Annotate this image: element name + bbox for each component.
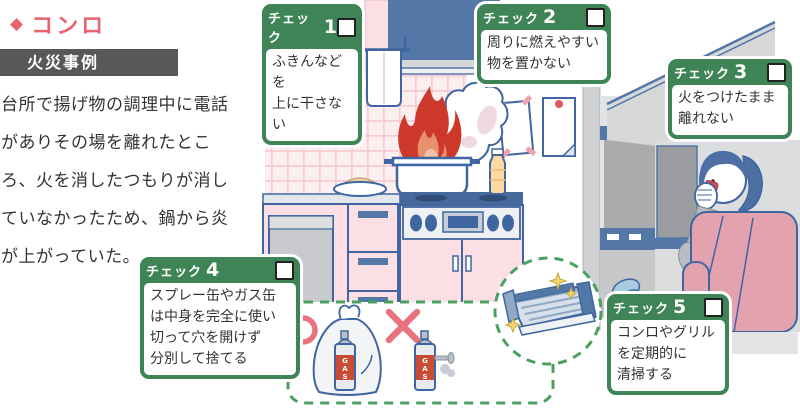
check-number: 1 bbox=[323, 15, 337, 38]
check-number: 2 bbox=[543, 6, 557, 28]
hair-icon bbox=[699, 150, 747, 184]
dish-icon bbox=[333, 177, 387, 197]
towel-rack bbox=[358, 36, 410, 107]
check-text: 周りに燃えやすい 物を置かない bbox=[481, 30, 607, 80]
pot-on-fire bbox=[384, 81, 509, 198]
page-title-text: コンロ bbox=[31, 14, 107, 39]
gas-label: GAS bbox=[421, 357, 429, 381]
check-card-5: チェック 5 コンロやグリル を定期的に 清掃する bbox=[607, 294, 729, 395]
pot-icon bbox=[395, 163, 469, 198]
check-label: チェック bbox=[613, 302, 670, 317]
page-title: ◆ コンロ bbox=[10, 8, 106, 40]
oil-bottle-icon bbox=[489, 148, 506, 195]
nail-icon bbox=[434, 352, 455, 377]
check-header: チェック 5 bbox=[611, 297, 725, 320]
check-header: チェック 2 bbox=[481, 7, 607, 30]
tv-icon bbox=[656, 145, 698, 239]
sparkle-icon bbox=[504, 271, 578, 334]
check-card-2: チェック 2 周りに燃えやすい 物を置かない bbox=[477, 4, 611, 84]
check-text: スプレー缶やガス缶 は中身を完全に使い 切って穴を開けず 分別して捨てる bbox=[144, 283, 296, 375]
clean-grill-diagram bbox=[493, 256, 603, 366]
checkbox[interactable] bbox=[586, 8, 605, 27]
check-number: 5 bbox=[673, 296, 687, 318]
check-text: ふきんなどを 上に干さない bbox=[266, 49, 358, 141]
check-header: チェック 1 bbox=[266, 7, 358, 49]
punctured-gas-can-icon: GAS bbox=[414, 330, 455, 391]
check-text: コンロやグリル を定期的に 清掃する bbox=[611, 320, 725, 391]
check-text: 火をつけたまま 離れない bbox=[672, 85, 788, 135]
checkbox[interactable] bbox=[767, 63, 786, 82]
check-header: チェック 3 bbox=[672, 62, 788, 85]
checkbox[interactable] bbox=[275, 261, 294, 280]
checkbox[interactable] bbox=[337, 17, 356, 37]
check-label: チェック bbox=[483, 12, 540, 27]
check-card-1: チェック 1 ふきんなどを 上に干さない bbox=[262, 4, 362, 145]
check-number: 4 bbox=[206, 259, 220, 281]
checkbox[interactable] bbox=[704, 298, 723, 317]
check-label: チェック bbox=[146, 265, 203, 280]
bag-knot-icon bbox=[338, 304, 361, 320]
fire-case-body: 台所で揚げ物の調理中に電話 がありその場を離れたとこ ろ、火を消したつもりが消し… bbox=[1, 95, 229, 267]
diamond-icon: ◆ bbox=[10, 13, 24, 34]
gas-label: GAS bbox=[341, 357, 349, 381]
gas-disposal-diagram: GAS GAS bbox=[286, 300, 555, 405]
check-label: チェック bbox=[674, 67, 731, 82]
living-room bbox=[651, 140, 800, 354]
fire-case-heading: 火災事例 bbox=[0, 49, 178, 76]
check-card-3: チェック 3 火をつけたまま 離れない bbox=[668, 59, 792, 139]
pin-icon bbox=[555, 100, 563, 108]
check-number: 3 bbox=[734, 61, 748, 83]
check-card-4: チェック 4 スプレー缶やガス缶 は中身を完全に使い 切って穴を開けず 分別して… bbox=[140, 257, 300, 379]
gas-can-in-bag-icon: GAS bbox=[334, 330, 356, 391]
check-label: チェック bbox=[268, 12, 311, 46]
check-header: チェック 4 bbox=[144, 260, 296, 283]
ng-cross-icon bbox=[385, 308, 421, 344]
